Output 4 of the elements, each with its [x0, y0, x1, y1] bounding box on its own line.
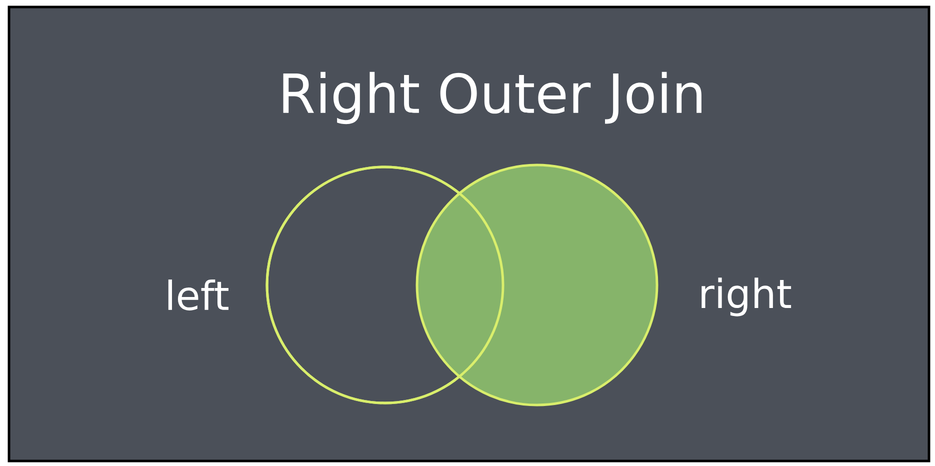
- set-label: left: [168, 280, 228, 310]
- set-label: right: [702, 278, 792, 316]
- title: Right Outer Join: [283, 72, 702, 124]
- venn-circle: [416, 164, 658, 406]
